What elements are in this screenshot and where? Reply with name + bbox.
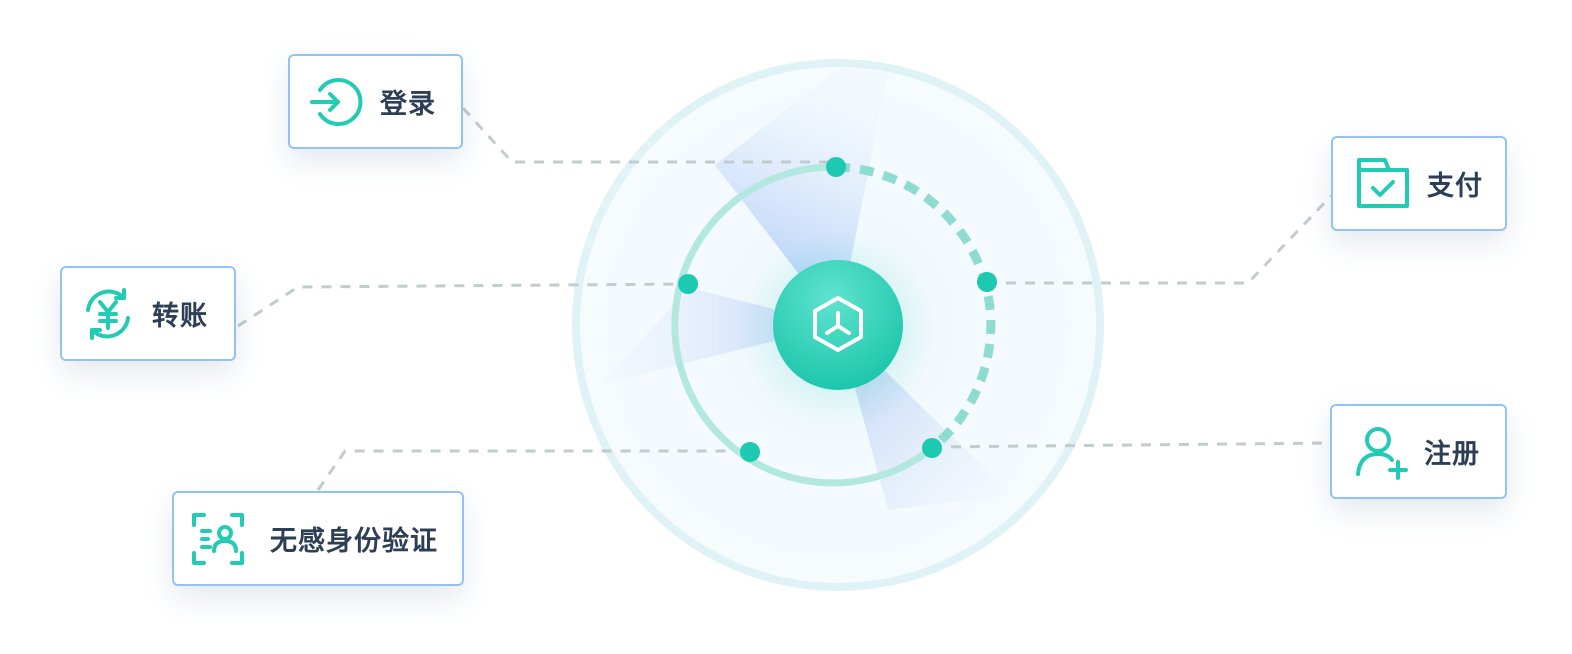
transfer-label: 转账: [152, 301, 208, 332]
pay-card[interactable]: 支付: [1331, 136, 1507, 231]
add-user-icon: [1356, 426, 1408, 480]
login-card[interactable]: 登录: [288, 54, 463, 149]
login-arrow-icon: [310, 77, 363, 126]
connector-transfer: [237, 282, 689, 328]
node-dot-faceid: [740, 442, 760, 462]
hexagon-network-icon: [813, 296, 863, 352]
connector-register: [931, 441, 1331, 449]
faceid-label: 无感身份验证: [270, 526, 438, 557]
node-dot-login: [826, 157, 846, 177]
connector-faceid: [316, 449, 750, 491]
register-label: 注册: [1424, 439, 1480, 470]
yen-exchange-icon: [86, 287, 130, 340]
pay-label: 支付: [1427, 171, 1483, 202]
face-scan-icon: [192, 512, 244, 565]
faceid-card[interactable]: 无感身份验证: [172, 491, 464, 586]
login-label: 登录: [380, 89, 436, 120]
wallet-check-icon: [1357, 157, 1409, 208]
connector-login: [461, 106, 836, 164]
node-dot-transfer: [678, 274, 698, 294]
node-dot-pay: [977, 272, 997, 292]
transfer-card[interactable]: 转账: [60, 266, 236, 361]
inner-ring: [671, 163, 935, 487]
node-dot-register: [922, 438, 942, 458]
register-card[interactable]: 注册: [1330, 404, 1507, 499]
